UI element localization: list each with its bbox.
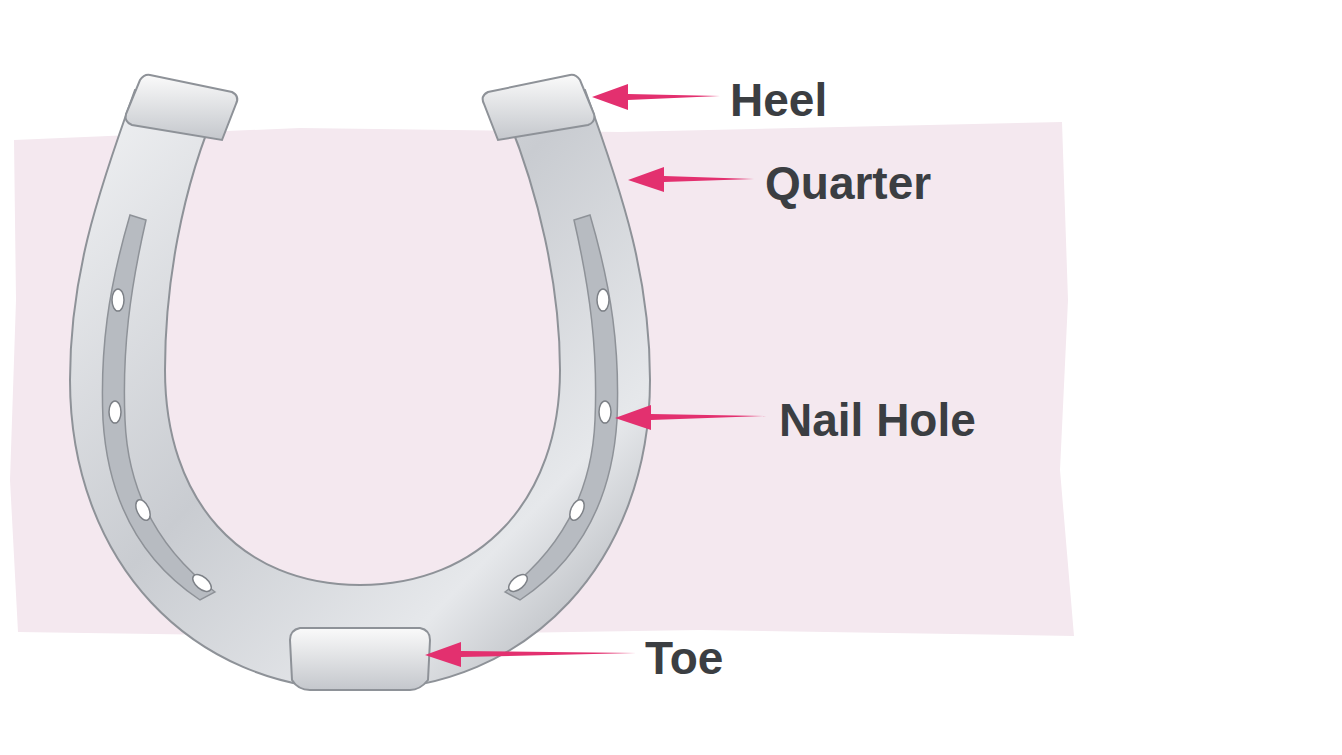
heel-blocks xyxy=(126,75,595,140)
toe-clip xyxy=(290,628,430,690)
part-label: Heel xyxy=(730,77,827,123)
part-label: Quarter xyxy=(765,160,931,206)
nail-holes xyxy=(109,289,611,595)
leader-arrows xyxy=(425,84,766,667)
horseshoe-body xyxy=(70,90,650,690)
part-label: Nail Hole xyxy=(779,397,976,443)
nail-groove xyxy=(505,215,618,600)
nail-groove xyxy=(102,215,215,600)
part-label: Toe xyxy=(645,635,723,681)
